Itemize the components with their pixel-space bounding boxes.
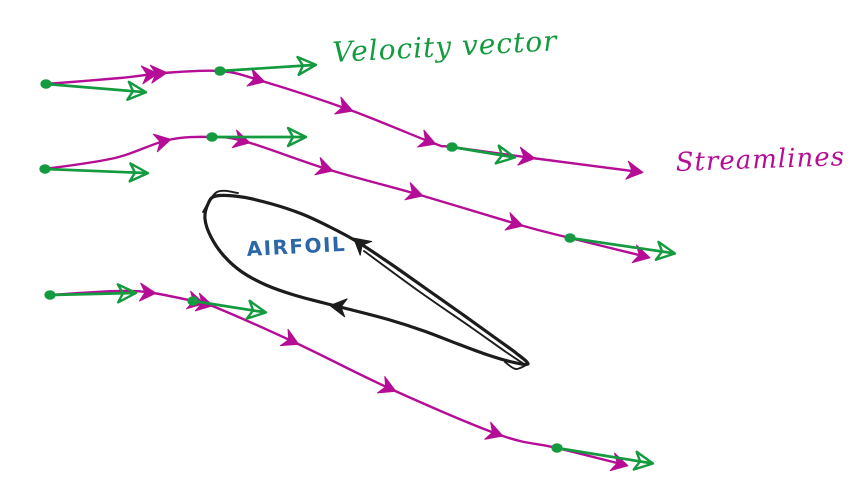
streamlines-label: Streamlines xyxy=(675,142,845,178)
velocity-vector-line xyxy=(43,167,147,175)
streamline-arrowhead-icon xyxy=(138,282,157,302)
velocity-vector-line xyxy=(191,299,265,314)
velocity-vector-arrowhead-icon xyxy=(128,162,150,183)
velocity-vector-line xyxy=(568,236,674,255)
velocity-vector-arrowhead-icon xyxy=(296,55,318,77)
velocity-vector-arrowhead-icon xyxy=(126,80,148,101)
velocity-vector-arrowhead-icon xyxy=(286,126,308,148)
diagram-labels: Velocity vector Streamlines AIRFOIL xyxy=(246,24,845,261)
streamline-arrowhead-icon xyxy=(152,133,172,153)
airfoil-shape xyxy=(202,189,530,370)
streamline-arrowhead-icon xyxy=(625,160,644,180)
velocity-vector-arrowhead-icon xyxy=(632,450,655,471)
velocity-vector-line xyxy=(48,291,135,297)
streamline-arrowhead-icon xyxy=(279,328,300,347)
airfoil-sketch-stroke xyxy=(363,250,525,365)
flow-dot xyxy=(187,296,199,306)
airfoil-direction-arrow-icon xyxy=(353,237,373,256)
velocity-vector-arrowhead-icon xyxy=(245,299,268,320)
flow-dot xyxy=(206,132,218,142)
flow-dot xyxy=(446,142,458,152)
streamline-arrowhead-icon xyxy=(246,68,266,87)
velocity-vector-line xyxy=(44,82,145,94)
flow-dot xyxy=(564,233,576,243)
streamline-arrowhead-icon xyxy=(504,212,524,231)
streamline-bottom xyxy=(48,289,627,467)
flow-dot xyxy=(44,290,56,300)
airfoil-sketch-stroke xyxy=(202,189,239,213)
streamline-top xyxy=(44,69,642,174)
streamline-arrowhead-icon xyxy=(484,421,504,440)
airfoil-label: AIRFOIL xyxy=(246,232,347,261)
velocity-vector-line xyxy=(218,63,315,73)
velocity-vector-arrowhead-icon xyxy=(494,144,517,165)
streamline-arrowhead-icon xyxy=(231,129,251,149)
flow-dot xyxy=(551,443,563,453)
flow-dot xyxy=(39,164,51,174)
streamline-arrowhead-icon xyxy=(314,157,334,176)
streamline-arrowhead-icon xyxy=(334,96,354,115)
airfoil-sketch-stroke xyxy=(504,361,529,370)
streamline-arrowhead-icon xyxy=(417,129,437,148)
streamline-arrowhead-icon xyxy=(140,64,168,85)
streamline-middle xyxy=(43,135,649,259)
streamline-arrowhead-icon xyxy=(517,146,536,166)
streamline-arrowhead-icon xyxy=(404,182,424,201)
flow-dot xyxy=(40,79,52,89)
streamlines-group xyxy=(43,64,651,472)
velocity-vector-arrowhead-icon xyxy=(116,283,138,304)
flow-dot xyxy=(214,66,226,76)
airfoil-direction-arrow-icon xyxy=(329,298,348,318)
airfoil-outline xyxy=(203,193,530,367)
streamline-arrowhead-icon xyxy=(376,375,397,394)
diagram-geometry xyxy=(39,55,677,472)
velocity-vector-arrowhead-icon xyxy=(654,240,677,261)
velocity-vector-label: Velocity vector xyxy=(332,24,559,69)
velocity-vectors-group xyxy=(43,55,677,471)
flow-dots-group xyxy=(39,66,576,453)
velocity-vector-line xyxy=(555,446,652,465)
